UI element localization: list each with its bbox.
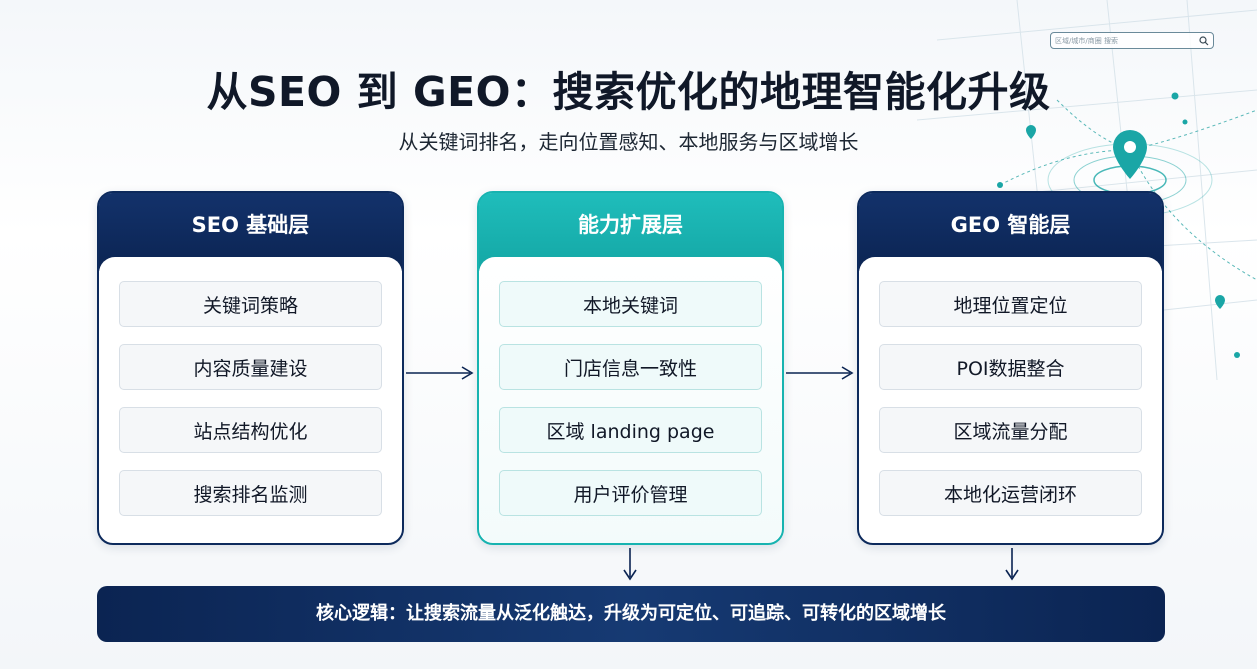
page-subtitle: 从关键词排名，走向位置感知、本地服务与区域增长 [398,130,859,154]
list-item: 关键词策略 [119,281,382,327]
list-item: 地理位置定位 [879,281,1142,327]
column-body: 本地关键词 门店信息一致性 区域 landing page 用户评价管理 [479,257,782,543]
small-pin-icon [1215,295,1225,309]
map-pin-icon [1113,130,1147,179]
column-capability-extension: 能力扩展层 本地关键词 门店信息一致性 区域 landing page 用户评价… [477,191,784,545]
column-body: 关键词策略 内容质量建设 站点结构优化 搜索排名监测 [99,257,402,543]
list-item: 搜索排名监测 [119,470,382,516]
list-item: 本地关键词 [499,281,762,327]
list-item: 用户评价管理 [499,470,762,516]
column-geo-intelligence: GEO 智能层 地理位置定位 POI数据整合 区域流量分配 本地化运营闭环 [857,191,1164,545]
arrow-right-icon [786,366,854,380]
list-item: 站点结构优化 [119,407,382,453]
core-logic-banner: 核心逻辑：让搜索流量从泛化触达，升级为可定位、可追踪、可转化的区域增长 [97,586,1165,642]
list-item: 本地化运营闭环 [879,470,1142,516]
list-item: 门店信息一致性 [499,344,762,390]
list-item: 区域 landing page [499,407,762,453]
arrow-down-icon [1005,548,1019,581]
small-pin-icon [1026,125,1036,139]
search-input[interactable]: 区域/城市/商圈 搜索 [1055,36,1118,45]
list-item: 区域流量分配 [879,407,1142,453]
arrow-down-icon [623,548,637,581]
list-item: POI数据整合 [879,344,1142,390]
column-seo-base: SEO 基础层 关键词策略 内容质量建设 站点结构优化 搜索排名监测 [97,191,404,545]
map-background-graphic [917,0,1257,380]
search-icon[interactable] [1199,35,1209,46]
arrow-right-icon [406,366,474,380]
search-box[interactable]: 区域/城市/商圈 搜索 [1050,32,1214,49]
column-body: 地理位置定位 POI数据整合 区域流量分配 本地化运营闭环 [859,257,1162,543]
page-title: 从SEO 到 GEO：搜索优化的地理智能化升级 [206,68,1051,116]
list-item: 内容质量建设 [119,344,382,390]
